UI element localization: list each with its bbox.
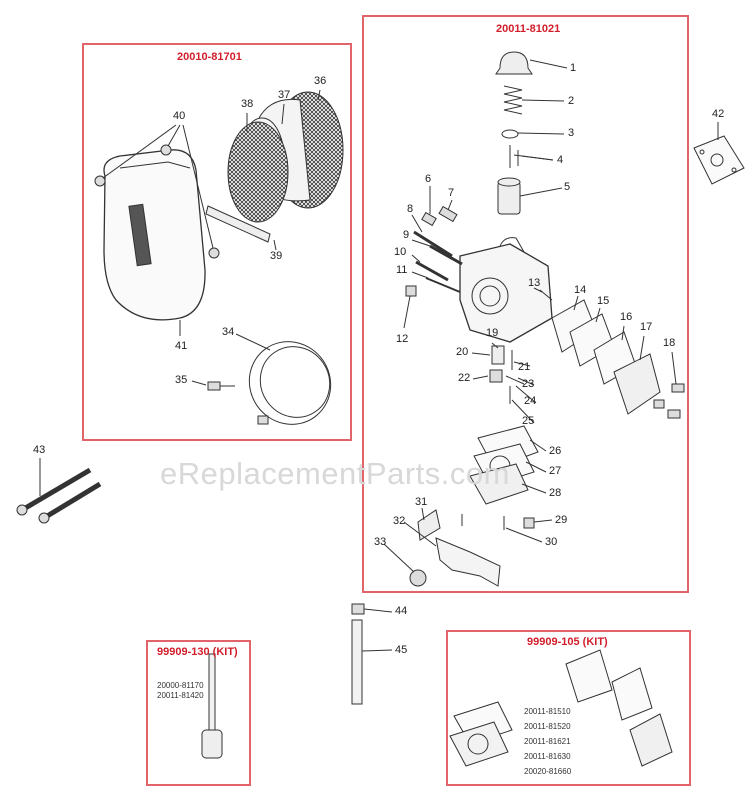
callout-44: 44	[395, 605, 408, 617]
callout-41: 41	[175, 340, 188, 352]
callout-22: 22	[458, 372, 471, 384]
part-43-bolts	[16, 467, 102, 524]
part-2-spring	[503, 85, 523, 115]
carburetor-box	[362, 15, 689, 593]
kit-130-box	[146, 640, 251, 786]
callout-6: 6	[425, 173, 432, 185]
callout-18: 18	[663, 337, 676, 349]
part-5-piston	[497, 177, 521, 215]
carburetor-box-title: 20011-81021	[496, 23, 561, 35]
part-10-needle	[415, 260, 449, 282]
part-38-inner-screen	[227, 121, 289, 223]
part-8-needle	[413, 230, 453, 258]
callout-16: 16	[620, 311, 633, 323]
part-42-gasket	[693, 135, 745, 185]
callout-38: 38	[241, 98, 254, 110]
part-7-screw	[438, 205, 458, 223]
part-44-nut	[351, 603, 365, 615]
kit-130-part-1: 20000-81170	[157, 681, 204, 690]
callout-28: 28	[549, 487, 562, 499]
part-40-screws	[94, 144, 220, 259]
part-11-spring	[425, 277, 461, 293]
callout-27: 27	[549, 465, 562, 477]
callout-35: 35	[175, 374, 188, 386]
kit-105-box-title: 99909-105 (KIT)	[527, 636, 608, 648]
callout-7: 7	[448, 187, 455, 199]
kit-105-part-3: 20011-81621	[524, 737, 571, 746]
kit-105-box	[446, 630, 691, 786]
callout-45: 45	[395, 644, 408, 656]
part-1-cap	[495, 51, 533, 75]
part-45-shaft	[351, 619, 363, 705]
part-20-jet	[491, 345, 505, 365]
part-18-screws	[653, 383, 685, 419]
part-17-pump-cover	[613, 353, 661, 415]
callout-25: 25	[522, 415, 535, 427]
kit-105-parts	[449, 649, 673, 767]
callout-31: 31	[415, 496, 428, 508]
kit-105-part-4: 20011-81630	[524, 752, 571, 761]
callout-3: 3	[568, 127, 575, 139]
callout-21: 21	[518, 361, 531, 373]
kit-130-needle	[201, 653, 223, 759]
callout-11: 11	[396, 264, 408, 276]
kit-130-box-title: 99909-130 (KIT)	[157, 646, 238, 658]
part-35-screw	[207, 381, 269, 425]
callout-15: 15	[597, 295, 610, 307]
callout-8: 8	[407, 203, 414, 215]
callout-29: 29	[555, 514, 568, 526]
callout-13: 13	[528, 277, 541, 289]
callout-34: 34	[222, 326, 235, 338]
part-4-pins	[509, 145, 519, 168]
kit-130-part-2: 20011-81420	[157, 691, 204, 700]
callout-4: 4	[557, 154, 564, 166]
part-6-screw	[421, 211, 437, 227]
callout-10: 10	[394, 246, 407, 258]
part-29-screw	[523, 517, 535, 529]
callout-17: 17	[640, 321, 653, 333]
callout-39: 39	[270, 250, 283, 262]
callout-26: 26	[549, 445, 562, 457]
part-30-screws	[461, 514, 505, 530]
part-22-screw	[489, 369, 503, 383]
part-24-lever	[505, 375, 525, 385]
part-39-gasket-strip	[205, 205, 271, 243]
air-cleaner-box-title: 20010-81701	[177, 51, 242, 63]
callout-36: 36	[314, 75, 327, 87]
air-cleaner-box	[82, 43, 352, 441]
callout-20: 20	[456, 346, 469, 358]
part-3-washer	[501, 129, 519, 139]
part-41-air-cleaner-cover	[103, 149, 206, 321]
part-9-spring	[429, 244, 463, 266]
carburetor-body	[459, 237, 553, 343]
part-33-screw	[409, 569, 427, 587]
callout-14: 14	[574, 284, 587, 296]
callout-19: 19	[486, 327, 499, 339]
callout-2: 2	[568, 95, 575, 107]
kit-105-part-5: 20020-81660	[524, 767, 572, 776]
part-32-throttle-bracket	[435, 537, 501, 587]
callout-43: 43	[33, 444, 46, 456]
callout-12: 12	[396, 333, 409, 345]
callout-33: 33	[374, 536, 387, 548]
callout-9: 9	[403, 229, 410, 241]
callout-32: 32	[393, 515, 406, 527]
callout-37: 37	[278, 89, 291, 101]
watermark: eReplacementParts.com	[160, 456, 510, 491]
callout-1: 1	[570, 62, 577, 74]
part-12-screw	[405, 285, 417, 297]
part-28-plate	[469, 463, 529, 505]
callout-40: 40	[173, 110, 186, 122]
kit-105-part-1: 20011-81510	[524, 707, 571, 716]
callout-23: 23	[522, 378, 535, 390]
callout-5: 5	[564, 181, 571, 193]
kit-105-part-2: 20011-81520	[524, 722, 571, 731]
callout-24: 24	[524, 395, 537, 407]
callout-30: 30	[545, 536, 558, 548]
callout-42: 42	[712, 108, 725, 120]
